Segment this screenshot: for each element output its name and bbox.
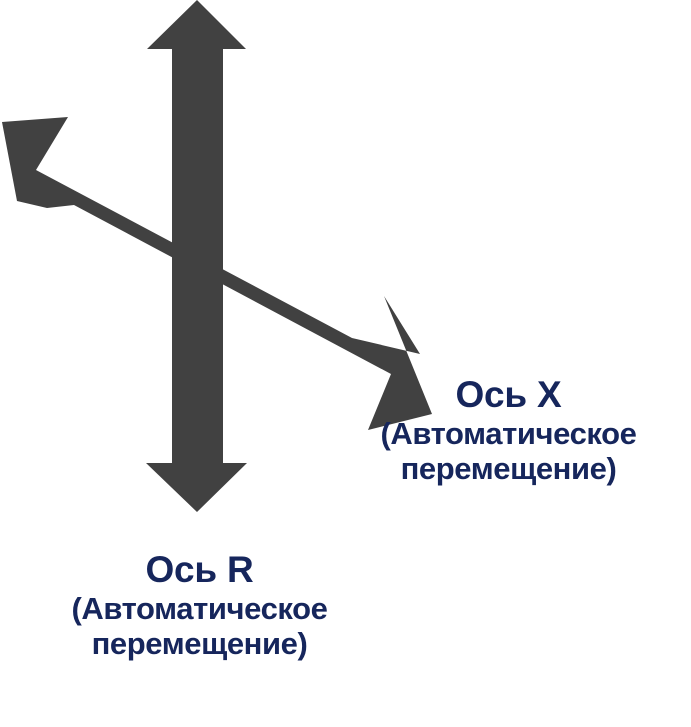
r-axis-subtitle-line1: (Автоматическое (71, 590, 328, 626)
r-axis-title: Ось R (145, 549, 254, 590)
r-axis-arrow (146, 0, 247, 512)
r-axis-arrow-shape (146, 0, 247, 512)
r-axis-label: Ось R (Автоматическое перемещение) (16, 549, 383, 661)
x-axis-subtitle-line2: перемещение) (400, 450, 617, 486)
x-axis-subtitle-line1: (Автоматическое (380, 415, 637, 451)
r-axis-subtitle-line2: перемещение) (91, 625, 308, 661)
x-axis-title: Ось X (455, 374, 562, 415)
x-axis-label: Ось X (Автоматическое перемещение) (326, 374, 691, 486)
